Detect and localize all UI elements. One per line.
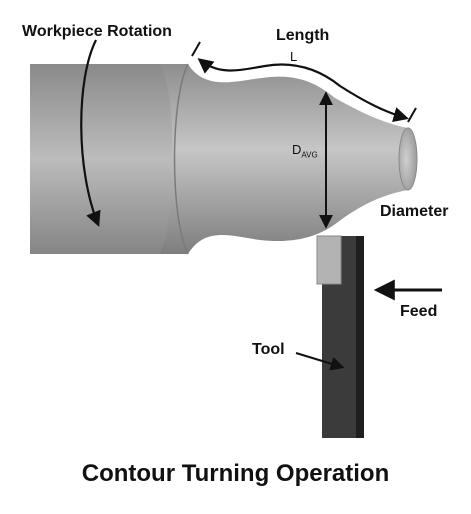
workpiece bbox=[30, 63, 418, 255]
davg-label: DAVG bbox=[292, 143, 318, 160]
cutting-tool bbox=[316, 235, 364, 438]
davg-subscript: AVG bbox=[301, 150, 318, 160]
workpiece-cylinder bbox=[30, 64, 188, 254]
tool-shank-side bbox=[356, 236, 364, 438]
length-label: Length bbox=[276, 27, 330, 44]
feed-label: Feed bbox=[400, 303, 438, 320]
workpiece-rotation-label: Workpiece Rotation bbox=[22, 23, 172, 40]
tool-label: Tool bbox=[252, 341, 285, 358]
rotation-arrow bbox=[80, 39, 101, 227]
length-tick-right bbox=[407, 107, 417, 123]
workpiece-end-face bbox=[398, 127, 418, 191]
length-tick-left bbox=[191, 41, 201, 57]
davg-main: D bbox=[292, 142, 302, 157]
figure-caption: Contour Turning Operation bbox=[81, 460, 390, 487]
length-dimension-arrow bbox=[197, 58, 409, 123]
length-symbol-label: L bbox=[290, 49, 298, 64]
diameter-label: Diameter bbox=[380, 203, 449, 220]
workpiece-shoulder-edge bbox=[173, 63, 189, 255]
tool-insert bbox=[316, 235, 342, 285]
tool-leader-arrow bbox=[295, 352, 345, 371]
workpiece-contour bbox=[160, 64, 408, 254]
